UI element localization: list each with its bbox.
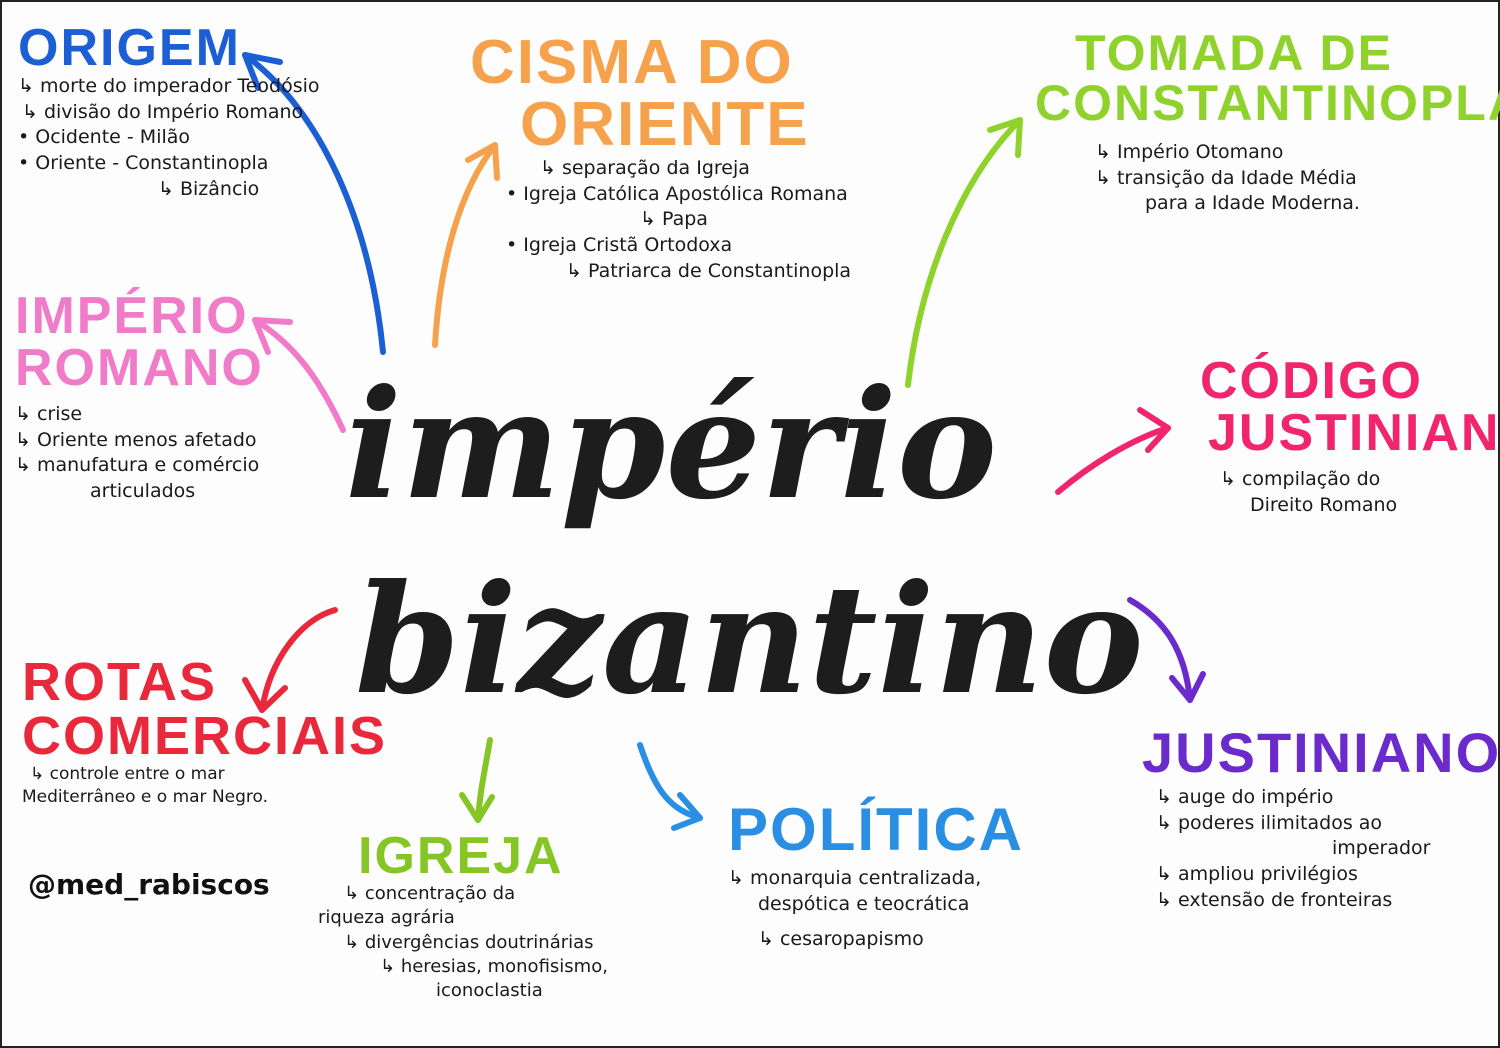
center-title-line2: bizantino: [355, 552, 1144, 728]
igreja-item: riqueza agrária: [318, 907, 455, 929]
cisma-item: Igreja Católica Apostólica Romana: [506, 182, 851, 208]
cisma-title-2: ORIENTE: [520, 90, 810, 159]
igreja-item: divergências doutrinárias: [344, 931, 608, 955]
node-igreja: IGREJA concentração da riqueza agrária d…: [318, 830, 608, 1003]
author-handle: @med_rabiscos: [28, 868, 270, 901]
romano-item: manufatura e comércio: [15, 453, 264, 479]
politica-item: cesaropapismo: [758, 927, 1024, 953]
codigo-item: Direito Romano: [1250, 493, 1398, 516]
romano-item: Oriente menos afetado: [15, 428, 264, 454]
cisma-item: separação da Igreja: [540, 156, 851, 182]
center-title-line1: império: [345, 357, 998, 533]
politica-item: despótica e teocrática: [758, 892, 970, 915]
romano-title-2: ROMANO: [15, 339, 264, 397]
origem-item: divisão do Império Romano: [22, 100, 320, 126]
igreja-item: heresias, monofisismo,: [380, 955, 608, 979]
rotas-title-1: ROTAS: [22, 652, 217, 712]
codigo-item: compilação do: [1220, 467, 1500, 493]
justiniano-item: auge do império: [1156, 785, 1500, 811]
romano-item: articulados: [90, 479, 196, 502]
tomada-title-2: CONSTANTINOPLA: [1035, 75, 1500, 131]
arrow-romano: [252, 317, 346, 433]
arrow-codigo: [1055, 407, 1171, 495]
tomada-item: Império Otomano: [1095, 140, 1500, 166]
rotas-title-2: COMERCIAIS: [22, 706, 388, 766]
origem-title: ORIGEM: [18, 19, 241, 77]
justiniano-item: imperador: [1332, 837, 1431, 860]
node-imperio-romano: IMPÉRIO ROMANO crise Oriente menos afeta…: [15, 290, 264, 505]
justiniano-title: JUSTINIANO: [1142, 721, 1500, 784]
node-justiniano: JUSTINIANO auge do império poderes ilimi…: [1142, 725, 1500, 913]
origem-item: Bizâncio: [158, 177, 320, 203]
arrow-politica: [637, 742, 703, 831]
arrow-tomada: [905, 117, 1023, 388]
origem-item: Oriente - Constantinopla: [18, 151, 320, 177]
rotas-item: Mediterrâneo e o mar Negro.: [22, 786, 269, 807]
node-cisma: CISMA DO ORIENTE separação da Igreja Igr…: [470, 32, 851, 284]
arrow-rotas: [242, 607, 338, 713]
node-origem: ORIGEM morte do imperador Teodósio divis…: [18, 22, 320, 202]
tomada-item: transição da Idade Média: [1095, 166, 1500, 192]
igreja-item: iconoclastia: [436, 980, 543, 1002]
cisma-item: Patriarca de Constantinopla: [566, 259, 851, 285]
cisma-item: Papa: [640, 207, 851, 233]
origem-item: morte do imperador Teodósio: [18, 74, 320, 100]
romano-item: crise: [15, 402, 264, 428]
justiniano-item: extensão de fronteiras: [1156, 888, 1500, 914]
igreja-title: IGREJA: [358, 827, 564, 885]
rotas-item: controle entre o mar: [30, 763, 387, 786]
arrow-cisma: [432, 142, 500, 348]
node-politica: POLÍTICA monarquia centralizada, despóti…: [728, 800, 1024, 953]
tomada-item: para a Idade Moderna.: [1145, 192, 1360, 215]
politica-item: monarquia centralizada,: [728, 866, 1024, 892]
arrow-igreja: [459, 737, 495, 823]
arrow-justiniano: [1127, 597, 1206, 703]
node-rotas-comerciais: ROTAS COMERCIAIS controle entre o mar Me…: [22, 655, 387, 809]
codigo-title-2: JUSTINIANO: [1208, 404, 1500, 462]
node-tomada: TOMADA DE CONSTANTINOPLA Império Otomano…: [1035, 28, 1500, 217]
cisma-item: Igreja Cristã Ortodoxa: [506, 233, 851, 259]
igreja-item: concentração da: [344, 882, 608, 906]
origem-item: Ocidente - Milão: [18, 125, 320, 151]
romano-title-1: IMPÉRIO: [15, 287, 249, 345]
justiniano-item: poderes ilimitados ao: [1156, 811, 1500, 837]
node-codigo-justiniano: CÓDIGO JUSTINIANO compilação do Direito …: [1200, 355, 1500, 518]
cisma-title-1: CISMA DO: [470, 28, 794, 97]
codigo-title-1: CÓDIGO: [1200, 352, 1423, 410]
tomada-title-1: TOMADA DE: [1075, 25, 1393, 81]
politica-title: POLÍTICA: [728, 796, 1024, 863]
justiniano-item: ampliou privilégios: [1156, 862, 1500, 888]
